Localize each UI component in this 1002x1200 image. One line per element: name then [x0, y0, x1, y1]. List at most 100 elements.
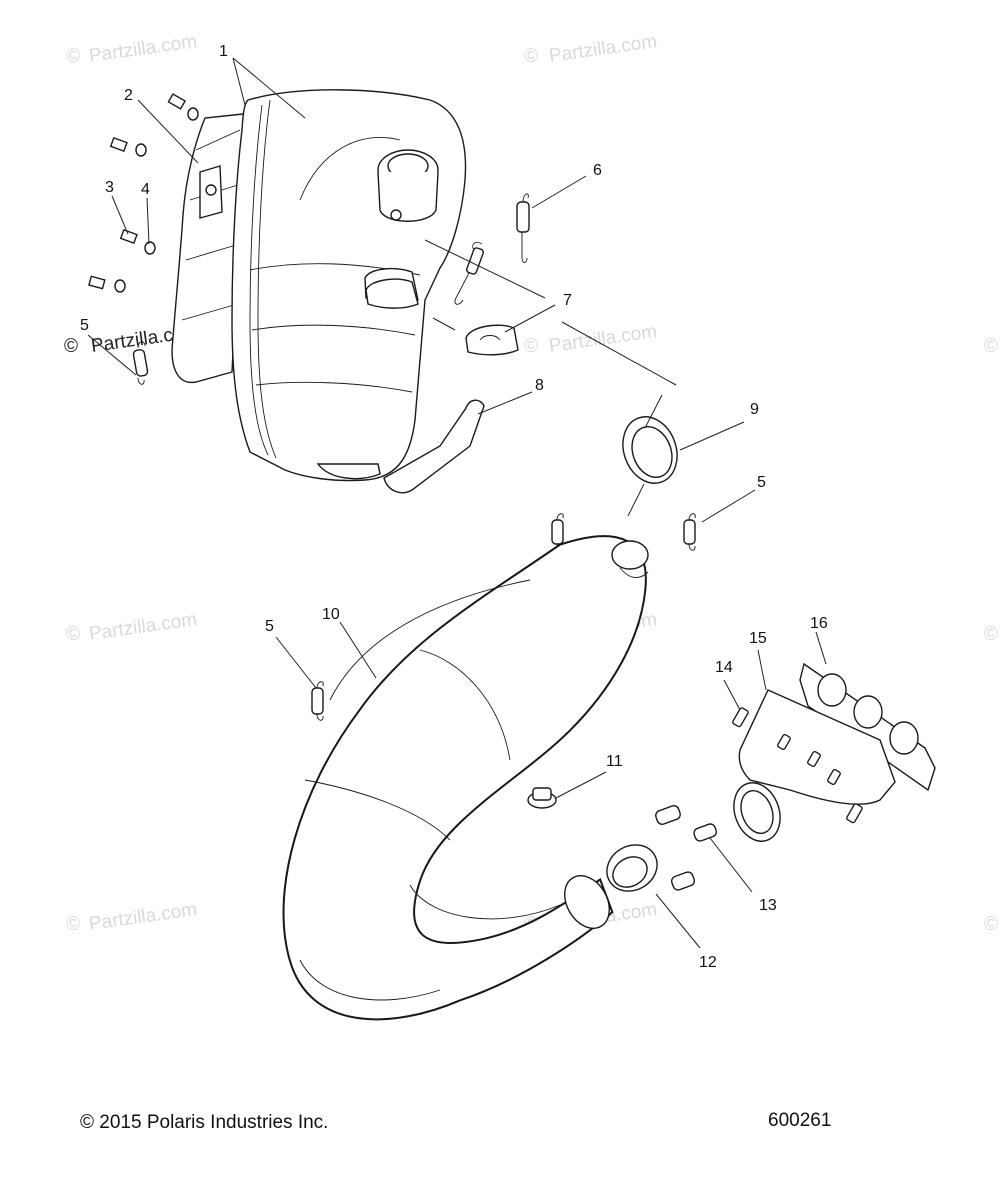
watermark: Partzilla.com [548, 321, 659, 357]
heat-shield-hole [205, 184, 217, 196]
callout-number: 3 [105, 179, 114, 196]
muffler-strap [383, 399, 485, 494]
muffler-outlet-pipe [377, 171, 439, 222]
stud-icon [807, 750, 821, 768]
spring-hooks [137, 341, 146, 385]
leader-line [815, 631, 827, 665]
callouts: 1 2 3 4 5 6 7 8 9 5 5 10 11 12 13 14 15 … [80, 43, 828, 971]
callout-number: 2 [124, 87, 133, 104]
watermark-symbol: © [64, 336, 78, 357]
leader-line [709, 837, 753, 893]
watermark-symbol: © [524, 46, 538, 67]
leader-line [644, 394, 663, 429]
callout-number: 8 [535, 377, 544, 394]
callout-number: 15 [749, 630, 767, 647]
grommet-icon [365, 278, 419, 309]
callout-number: 6 [593, 162, 602, 179]
washer-icon [135, 143, 147, 157]
spring-icon [516, 201, 530, 233]
grommet-icon [465, 324, 519, 356]
chamber-contour [299, 959, 441, 1001]
spring-icon [655, 805, 681, 825]
manifold-outlet-inner [740, 789, 774, 835]
callout-number: 4 [141, 181, 150, 198]
muffler-body [231, 89, 467, 482]
spring-hook [454, 241, 483, 305]
spring-icon [683, 519, 696, 545]
leader-line [87, 334, 137, 376]
leader-line [137, 99, 199, 164]
leader-line [339, 621, 377, 679]
stud-icon [827, 768, 841, 786]
spring-hooks [316, 681, 324, 721]
seal-ring [622, 416, 678, 484]
muffler-outlet-boss [390, 209, 402, 221]
watermark: Partzilla.com [548, 31, 659, 67]
gasket-port [889, 721, 919, 755]
callout-number: 14 [715, 659, 733, 676]
washer-icon [144, 241, 156, 255]
spring-icon [551, 519, 564, 545]
chamber-contour [409, 884, 561, 920]
leader-line [531, 175, 587, 209]
manifold-body [738, 689, 896, 805]
springs [132, 193, 718, 891]
leader-line [477, 391, 533, 415]
leader-line [275, 636, 317, 689]
spring-icon [132, 349, 149, 377]
callout-number: 12 [699, 954, 717, 971]
outlet-seal-inner [612, 856, 648, 888]
spring-icon [311, 687, 324, 715]
leader-line [723, 679, 741, 711]
exhaust-manifold [732, 662, 936, 842]
gasket-port [817, 673, 847, 707]
leader-line [111, 195, 129, 235]
leader-line [232, 57, 306, 119]
seal-ring-inner [631, 426, 673, 478]
callout-number: 5 [757, 474, 766, 491]
watermark: Partzilla.com [88, 899, 199, 935]
callout-number: 7 [563, 292, 572, 309]
callout-number: 1 [219, 43, 228, 60]
leader-line [561, 321, 677, 386]
leader-lines [87, 57, 827, 949]
washer-icon [187, 107, 199, 121]
chamber-inlet-end [611, 540, 649, 570]
gasket-port [853, 695, 883, 729]
plug-head [532, 787, 552, 801]
bolt-icon [732, 707, 749, 728]
spring-icon [693, 823, 718, 842]
bolt-icon [167, 93, 187, 110]
chamber-weld-seam [304, 779, 451, 841]
washer-icon [114, 279, 126, 293]
watermark-symbol: © [66, 624, 80, 645]
diagram-number: 600261 [768, 1110, 832, 1131]
spring-hooks [521, 193, 529, 263]
chamber-outlet-end [564, 875, 610, 929]
grommets [365, 278, 519, 356]
bolt-icon [88, 275, 106, 290]
leader-line [432, 317, 456, 331]
leader-line [701, 489, 756, 523]
bolt-icon [846, 803, 863, 824]
expansion-chamber [282, 535, 649, 1021]
watermark-symbol: © [66, 914, 80, 935]
leader-line [655, 893, 701, 949]
leader-line [679, 421, 745, 451]
bolt-icon [119, 228, 138, 244]
muffler-contour [299, 137, 401, 201]
chamber-hook [619, 567, 649, 578]
copyright-text: © 2015 Polaris Industries Inc. [80, 1112, 329, 1133]
callout-number: 13 [759, 897, 777, 914]
bolt-icon [109, 136, 128, 152]
callout-number: 11 [606, 753, 623, 770]
chamber-weld-seam [419, 649, 511, 761]
watermark-symbol: © [984, 624, 998, 645]
grommet-slot [479, 335, 501, 341]
stud-icon [777, 733, 791, 751]
spring-icon [466, 247, 484, 275]
callout-number: 9 [750, 401, 759, 418]
leader-line [424, 239, 556, 333]
fasteners-left [88, 93, 199, 293]
